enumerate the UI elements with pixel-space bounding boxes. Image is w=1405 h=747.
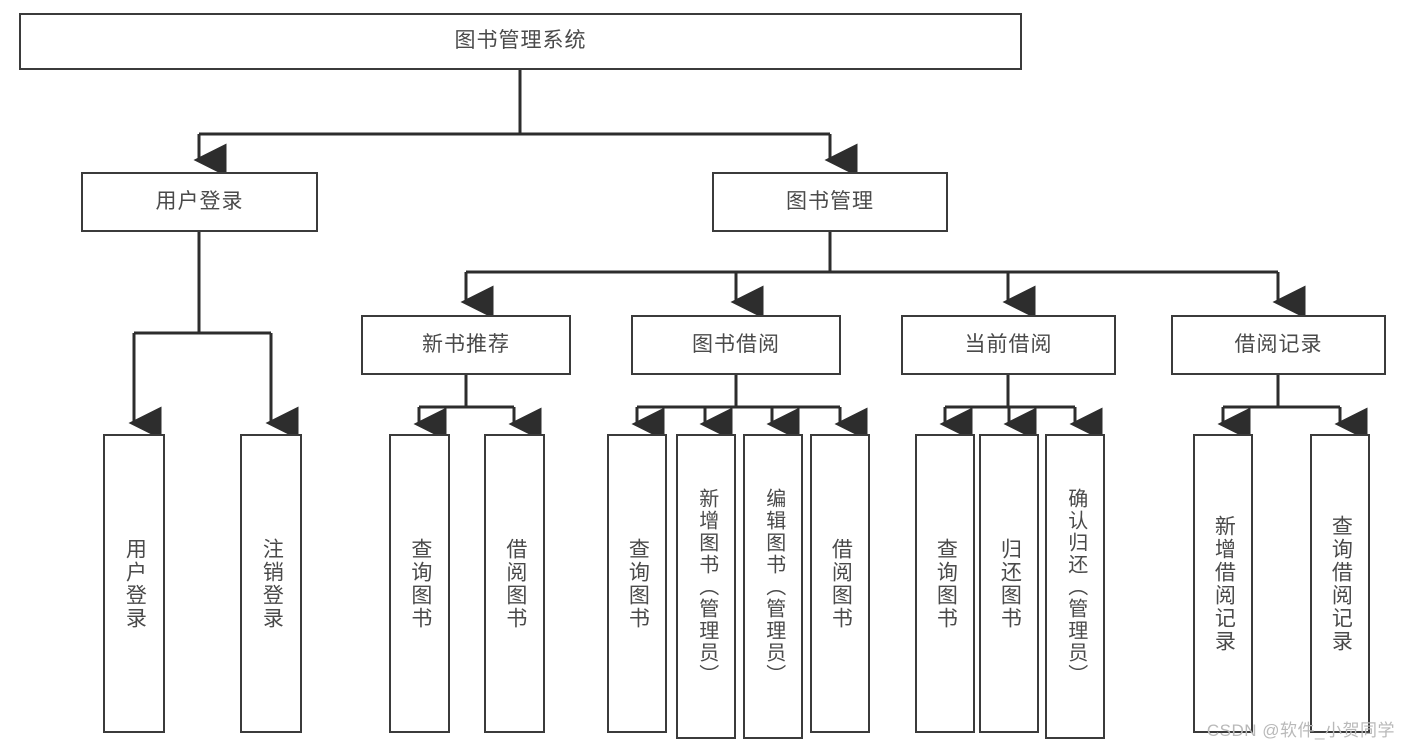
node-label: 确认归还（管理员） — [1064, 487, 1087, 686]
node-label: 编辑图书（管理员） — [762, 487, 785, 686]
node-label: 用户登录 — [155, 189, 244, 213]
node-label: 查询图书 — [408, 537, 432, 630]
leaf-logout[interactable]: 注销登录 — [240, 434, 302, 733]
node-label: 查询图书 — [626, 537, 650, 630]
node-current-borrow[interactable]: 当前借阅 — [901, 315, 1116, 375]
node-label: 注销登录 — [260, 537, 284, 630]
leaf-edit-book-admin[interactable]: 编辑图书（管理员） — [743, 434, 803, 739]
node-borrow-record[interactable]: 借阅记录 — [1171, 315, 1386, 375]
leaf-add-borrow-record[interactable]: 新增借阅记录 — [1193, 434, 1253, 733]
node-new-book-recommend[interactable]: 新书推荐 — [361, 315, 571, 375]
leaf-query-book-borrow[interactable]: 查询图书 — [607, 434, 667, 733]
leaf-confirm-return-admin[interactable]: 确认归还（管理员） — [1045, 434, 1105, 739]
leaf-borrow-book[interactable]: 借阅图书 — [810, 434, 870, 733]
node-label: 归还图书 — [998, 537, 1022, 630]
node-label: 查询借阅记录 — [1329, 514, 1353, 653]
node-label: 图书管理系统 — [454, 29, 587, 53]
node-label: 查询图书 — [934, 537, 958, 630]
node-label: 图书管理 — [786, 189, 874, 213]
node-label: 当前借阅 — [964, 332, 1053, 356]
node-label: 新增图书（管理员） — [695, 487, 718, 686]
node-user-login[interactable]: 用户登录 — [81, 172, 318, 232]
node-label: 新增借阅记录 — [1212, 514, 1236, 653]
node-label: 用户登录 — [123, 537, 147, 630]
leaf-query-book-recommend[interactable]: 查询图书 — [389, 434, 450, 733]
leaf-query-book-current[interactable]: 查询图书 — [915, 434, 975, 733]
leaf-query-borrow-record[interactable]: 查询借阅记录 — [1310, 434, 1370, 733]
node-label: 新书推荐 — [422, 332, 510, 356]
leaf-add-book-admin[interactable]: 新增图书（管理员） — [676, 434, 736, 739]
node-book-borrow[interactable]: 图书借阅 — [631, 315, 841, 375]
node-book-management[interactable]: 图书管理 — [712, 172, 948, 232]
node-label: 借阅图书 — [503, 537, 527, 630]
leaf-user-login[interactable]: 用户登录 — [103, 434, 165, 733]
leaf-return-book[interactable]: 归还图书 — [979, 434, 1039, 733]
leaf-borrow-book-recommend[interactable]: 借阅图书 — [484, 434, 545, 733]
watermark-text: CSDN @软件_小贺同学 — [1206, 721, 1395, 740]
node-label: 借阅图书 — [829, 537, 853, 630]
node-label: 图书借阅 — [692, 332, 780, 356]
node-root-book-management-system[interactable]: 图书管理系统 — [19, 13, 1022, 70]
node-label: 借阅记录 — [1234, 332, 1323, 356]
